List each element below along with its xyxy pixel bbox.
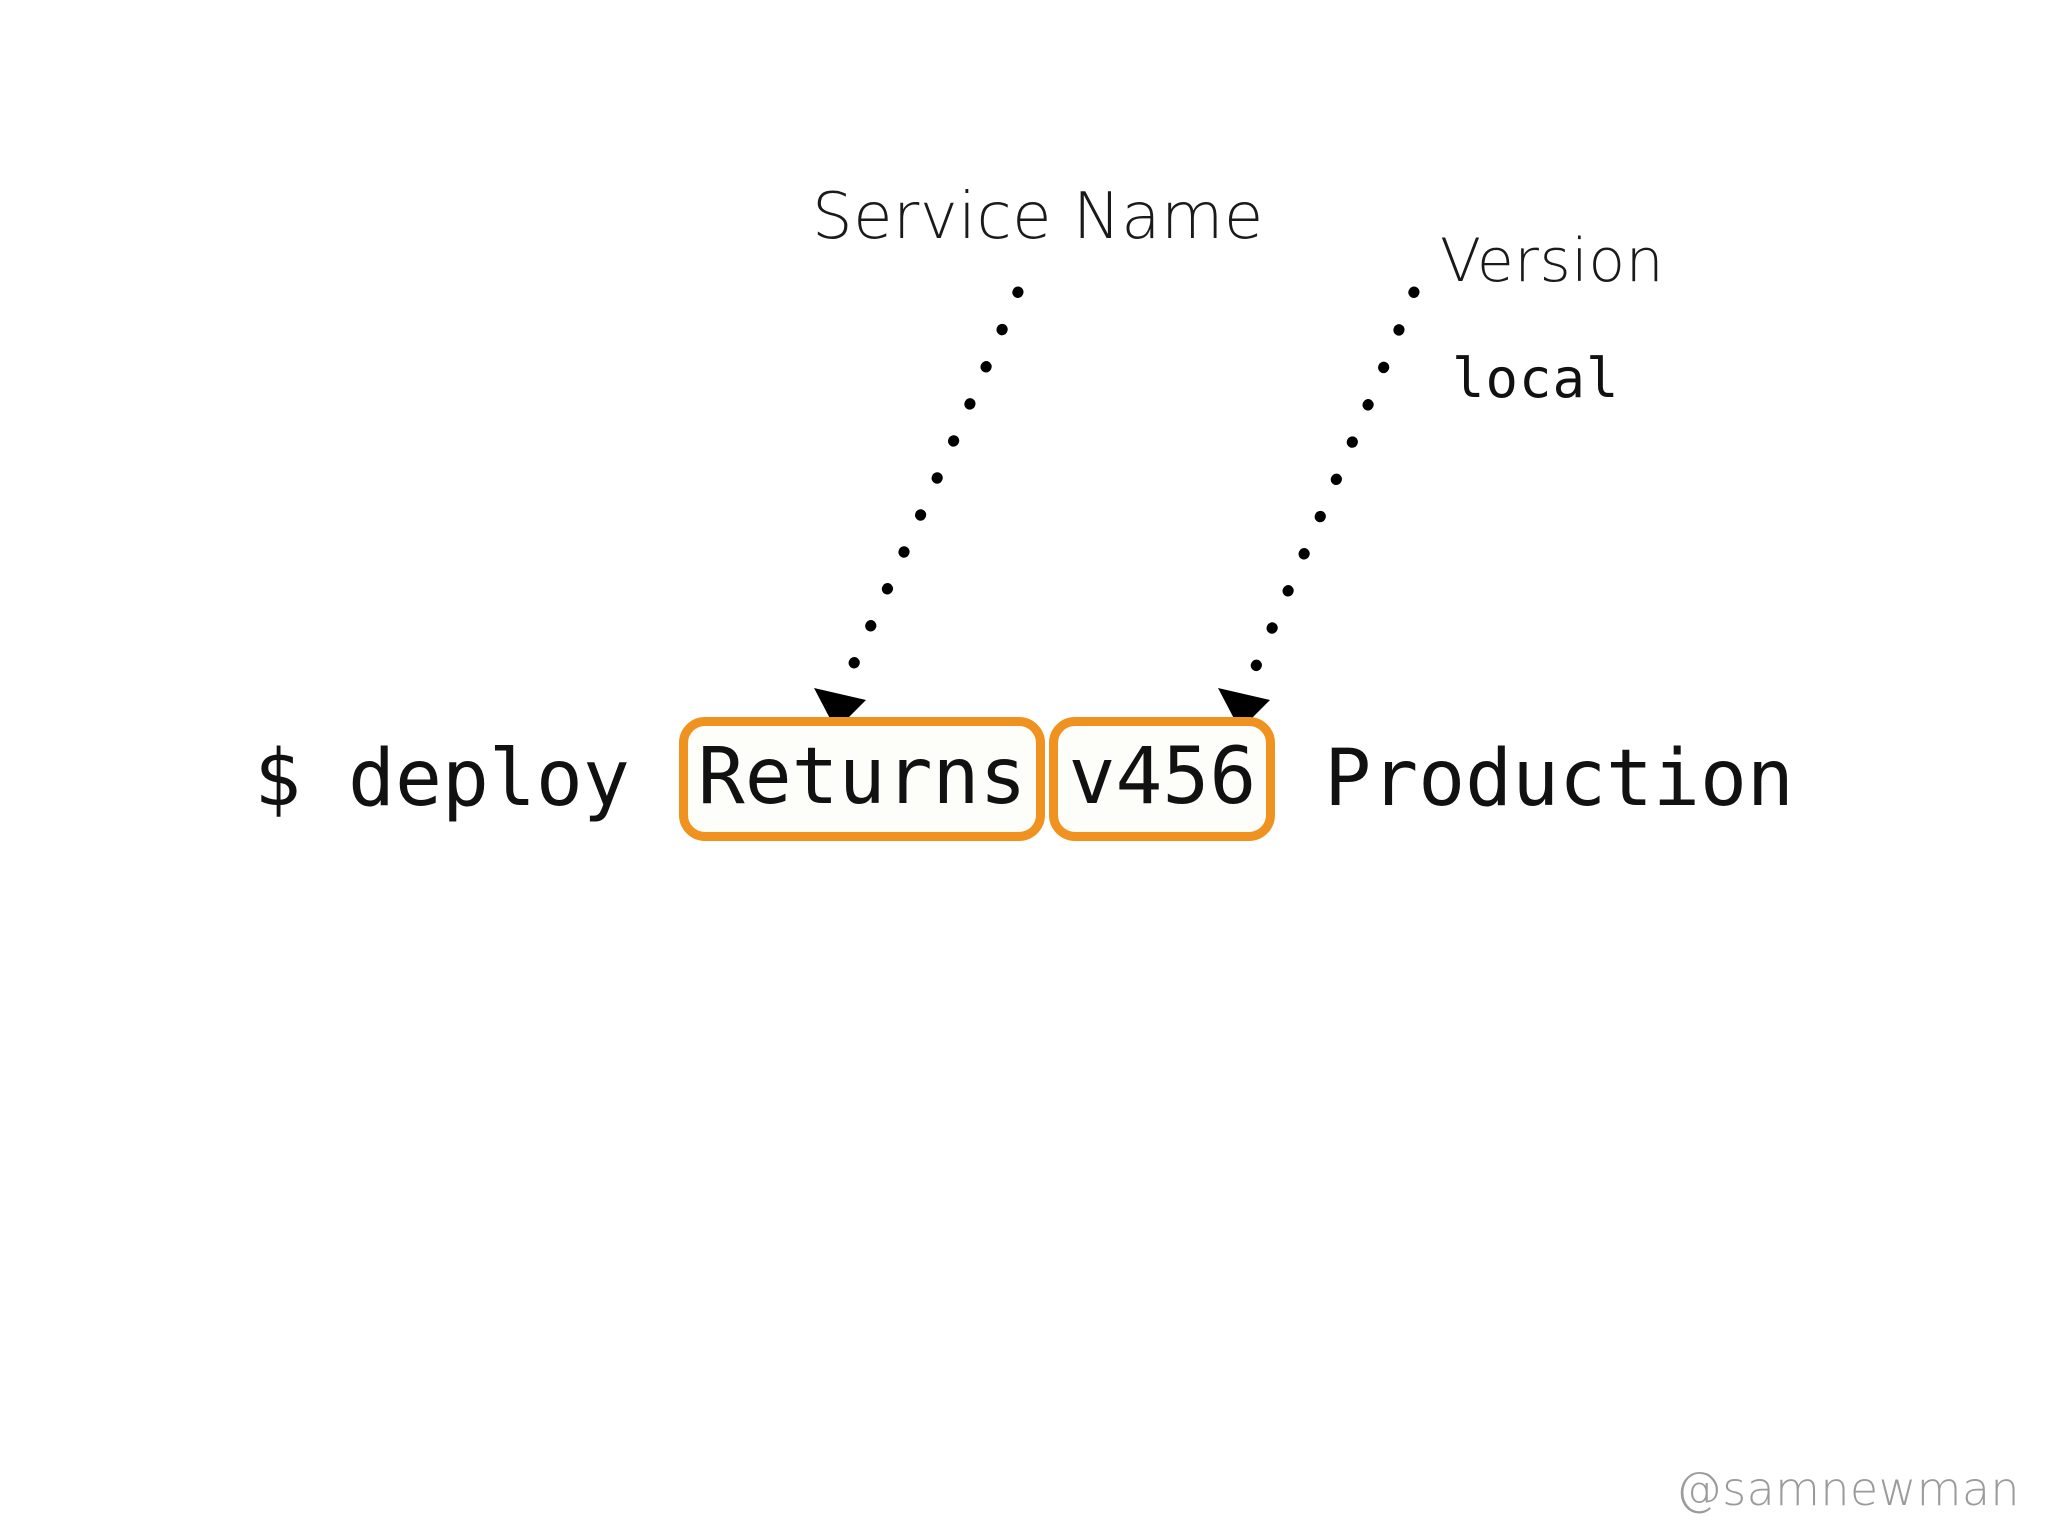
command-line: $ deploy Returns v456 Production — [0, 714, 2048, 844]
command-name: deploy — [348, 734, 630, 824]
version-argument[interactable]: v456 — [1049, 717, 1276, 841]
annotation-label-version: Version — [1440, 226, 1665, 296]
annotation-label-service-name: Service Name — [812, 180, 1264, 254]
environment-argument: Production — [1324, 734, 1794, 824]
service-name-argument[interactable]: Returns — [678, 717, 1046, 841]
service-name-dotted-line — [836, 286, 1024, 696]
local-note-label: local — [1452, 347, 1620, 410]
prompt-symbol: $ — [254, 734, 302, 824]
author-watermark: @samnewman — [1675, 1462, 2020, 1516]
version-dotted-line — [1240, 286, 1420, 696]
